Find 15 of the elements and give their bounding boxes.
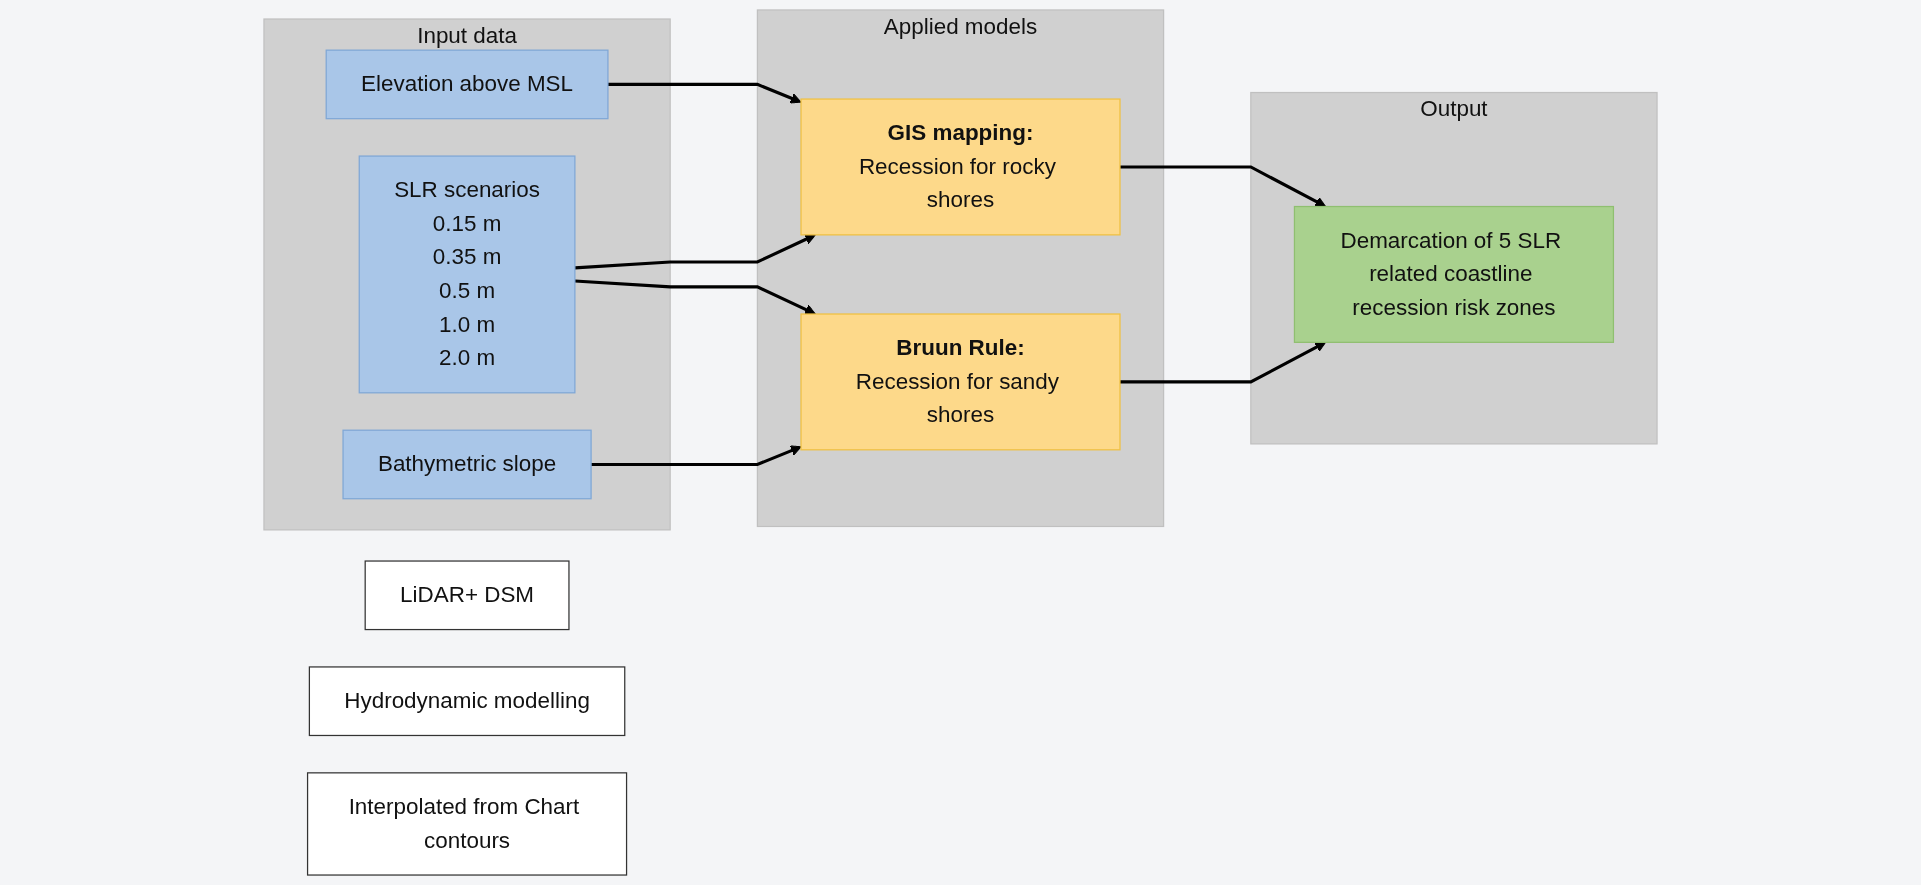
arrow	[1120, 165, 1327, 208]
node-box: Elevation above MSL	[325, 49, 609, 120]
arrow	[607, 82, 802, 104]
node-box: Hydrodynamic modelling	[308, 666, 626, 737]
node-box: GIS mapping: Recession for rocky shores	[800, 98, 1121, 236]
node-box: Interpolated from Chart contours	[306, 772, 628, 876]
arrow	[1120, 341, 1327, 384]
node-box: Demarcation of 5 SLR related coastline recession risk zones	[1293, 205, 1615, 343]
arrow	[574, 234, 816, 270]
arrow	[591, 445, 802, 466]
node-box: SLR scenarios 0.15 m 0.35 m 0.5 m 1.0 m 2.0 m	[358, 155, 576, 394]
node-box: Bathymetric slope	[342, 429, 592, 500]
node-box: Bruun Rule: Recession for sandy shores	[800, 313, 1121, 451]
node-box: LiDAR+ DSM	[364, 560, 570, 631]
arrow	[574, 279, 816, 315]
